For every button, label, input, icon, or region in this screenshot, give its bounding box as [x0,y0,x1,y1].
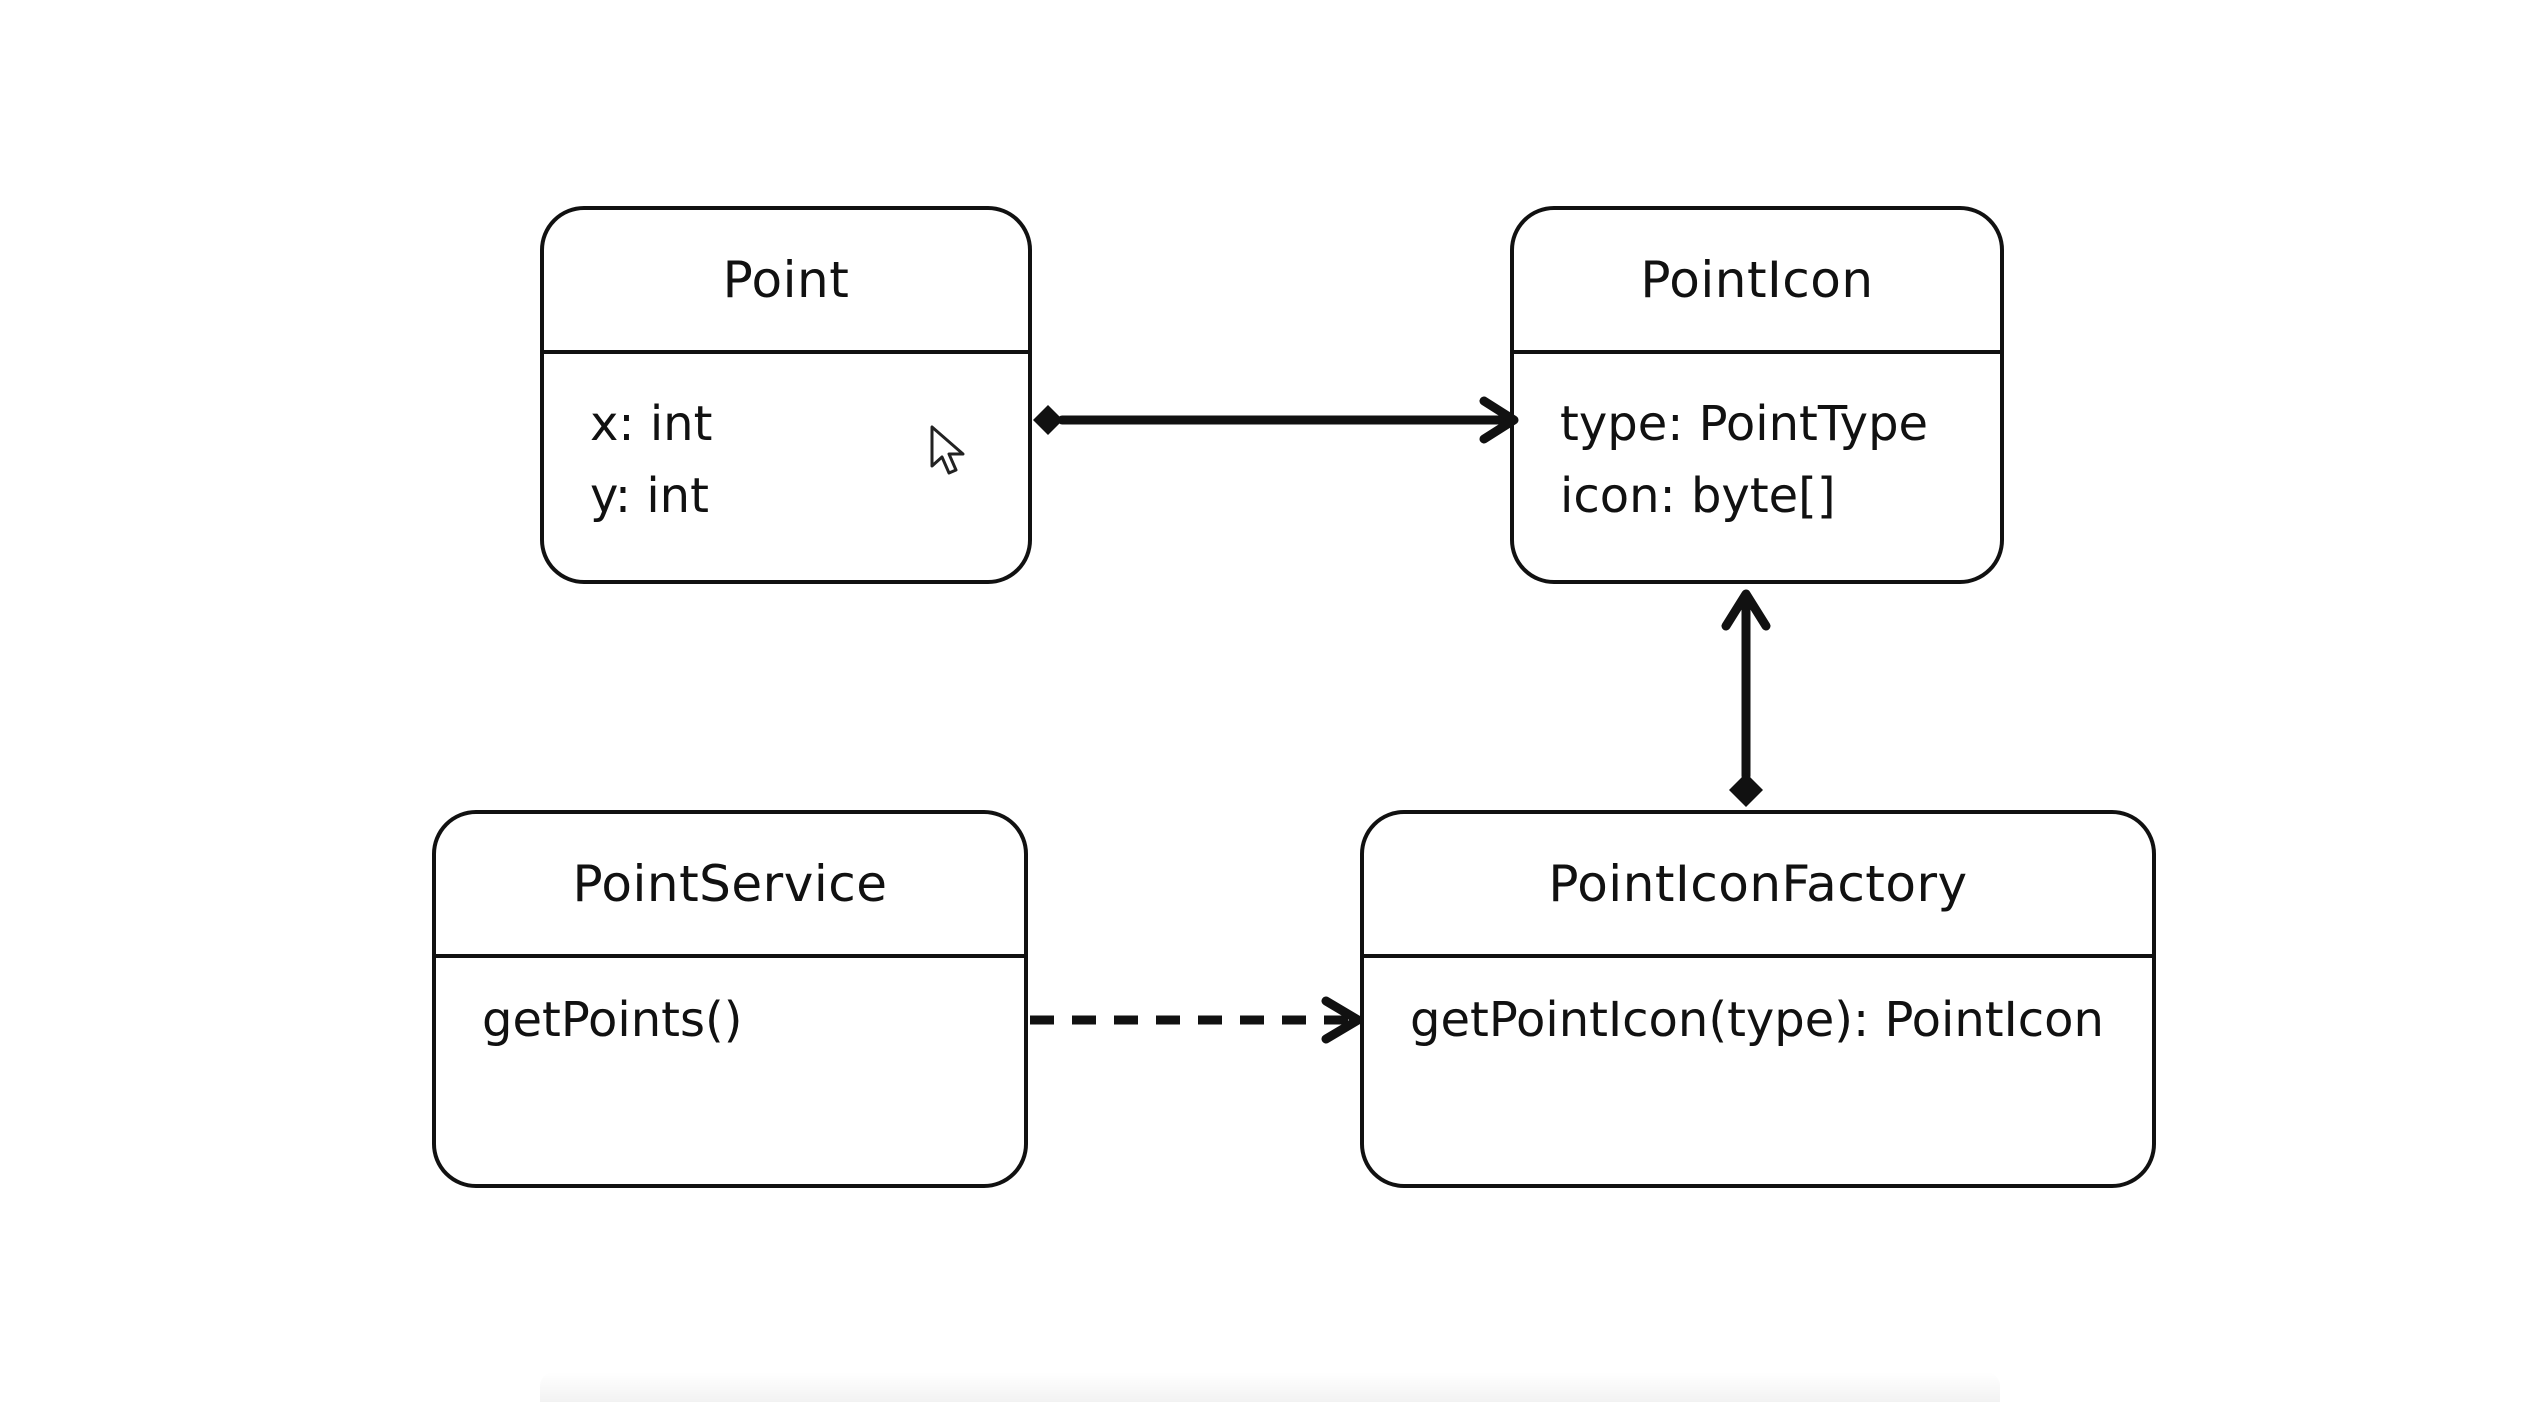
class-member: icon: byte[] [1560,468,1836,524]
class-title-point-icon: PointIcon [1514,210,2000,354]
class-members-point: x: int y: int [544,354,1028,532]
class-title-point: Point [544,210,1028,354]
class-member: y: int [590,468,709,524]
class-members-point-icon-factory: getPointIcon(type): PointIcon [1364,958,2152,1056]
class-member: x: int [590,396,713,452]
class-box-point-service[interactable]: PointService getPoints() [432,810,1028,1188]
class-member: type: PointType [1560,396,1929,452]
arrow-head-icon [1721,589,1771,631]
relation-point-to-point-icon[interactable] [1033,396,1519,444]
relation-point-icon-factory-to-point-icon[interactable] [1721,589,1771,807]
class-title-point-service: PointService [436,814,1024,958]
class-box-point-icon[interactable]: PointIcon type: PointType icon: byte[] [1510,206,2004,584]
composition-diamond-icon [1033,405,1063,435]
class-title-point-icon-factory: PointIconFactory [1364,814,2152,958]
class-box-point-icon-factory[interactable]: PointIconFactory getPointIcon(type): Poi… [1360,810,2156,1188]
class-member: getPointIcon(type): PointIcon [1410,992,2104,1048]
bottom-shadow-bar [540,1372,2000,1402]
mouse-cursor-icon [930,425,965,475]
class-members-point-icon: type: PointType icon: byte[] [1514,354,2000,532]
arrow-head-icon [1321,996,1363,1044]
composition-diamond-icon [1729,773,1763,807]
class-box-point[interactable]: Point x: int y: int [540,206,1032,584]
class-members-point-service: getPoints() [436,958,1024,1056]
relation-point-service-to-point-icon-factory[interactable] [1030,996,1363,1044]
class-member: getPoints() [482,992,743,1048]
